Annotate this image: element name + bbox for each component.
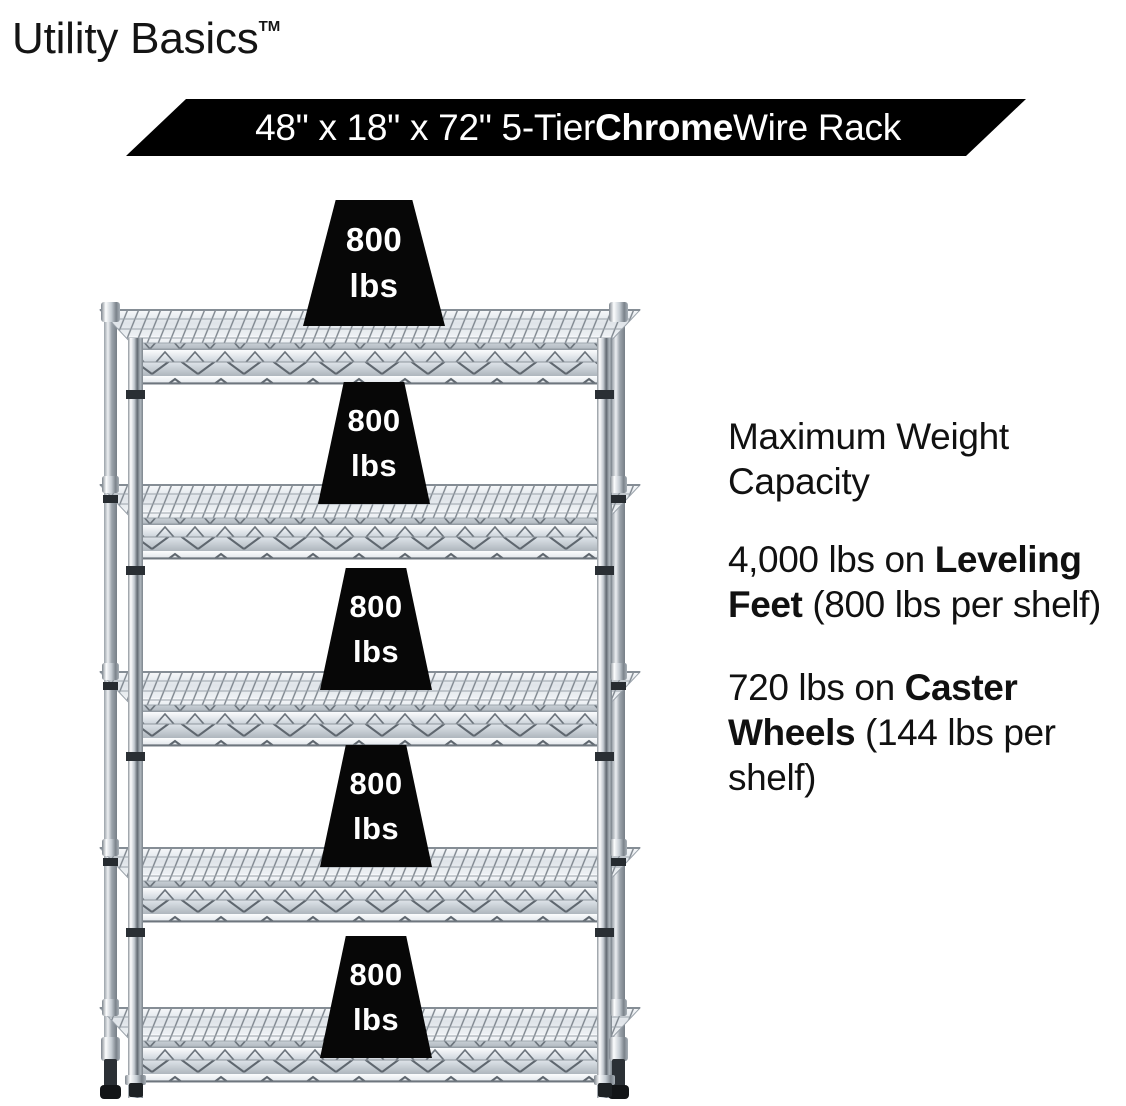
leveling-total: 4,000 lbs on (728, 539, 935, 580)
leveling-feet (100, 1037, 629, 1099)
capacity-info-block: Maximum Weight Capacity 4,000 lbs on Lev… (728, 414, 1110, 800)
product-title-banner: 48" x 18" x 72" 5-Tier Chrome Wire Rack (126, 99, 1026, 156)
title-finish-emphasis: Chrome (595, 106, 733, 148)
spacer (728, 627, 1110, 665)
load-value: 800 (345, 221, 403, 259)
load-value: 800 (349, 765, 403, 801)
load-unit: lbs (351, 447, 397, 483)
trademark-symbol: TM (258, 18, 281, 35)
front-posts (128, 338, 612, 1098)
brand-name: Utility Basics (12, 14, 259, 63)
caster-per-shelf: (144 lbs per shelf) (728, 712, 1056, 798)
shelf-collars (102, 390, 627, 1016)
load-unit: lbs (353, 1001, 399, 1037)
caster-wheels-capacity: 720 lbs on Caster Wheels (144 lbs per sh… (728, 665, 1110, 800)
product-title-text: 48" x 18" x 72" 5-Tier Chrome Wire Rack (126, 99, 1026, 156)
load-unit: lbs (353, 633, 399, 669)
caster-total: 720 lbs on (728, 667, 905, 708)
load-label-shelf-5: 800 lbs (303, 200, 445, 326)
leveling-per-shelf: (800 lbs per shelf) (802, 584, 1101, 625)
spacer (728, 504, 1110, 537)
capacity-heading: Maximum Weight Capacity (728, 416, 1009, 502)
brand-logo: Utility BasicsTM (12, 2, 280, 64)
load-value: 800 (349, 588, 403, 624)
wire-rack-illustration (60, 280, 680, 1106)
title-type-suffix: Wire Rack (733, 106, 901, 148)
load-unit: lbs (353, 810, 399, 846)
load-value: 800 (349, 956, 403, 992)
leveling-emphasis: Leveling Feet (728, 539, 1082, 625)
load-value: 800 (347, 402, 401, 438)
caster-emphasis: Caster Wheels (728, 667, 1018, 753)
wire-rack-svg (99, 302, 641, 1099)
post-caps (101, 302, 628, 322)
title-dimensions-tier: 48" x 18" x 72" 5-Tier (255, 106, 595, 148)
load-unit: lbs (349, 267, 399, 304)
leveling-feet-capacity: 4,000 lbs on Leveling Feet (800 lbs per … (728, 537, 1110, 627)
